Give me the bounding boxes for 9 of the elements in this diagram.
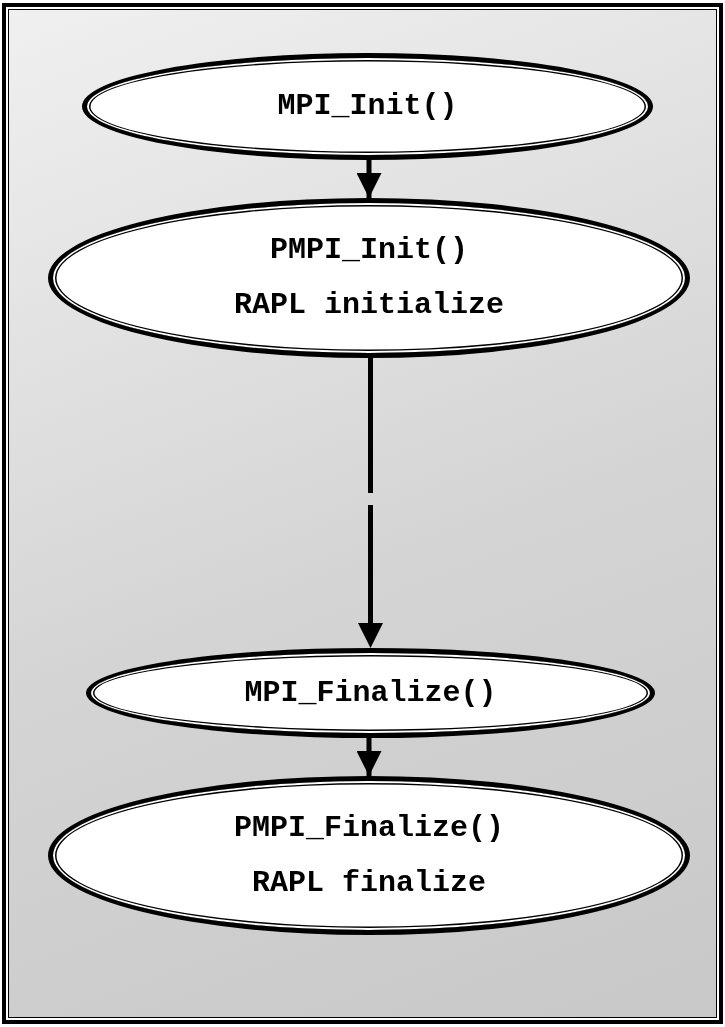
arrow [358, 358, 383, 648]
arrow [356, 160, 382, 198]
node-label: PMPI_Finalize() [233, 811, 504, 845]
node-label: PMPI_Init() [269, 234, 468, 267]
node-label: MPI_Init() [277, 90, 458, 123]
node-label: RAPL initialize [233, 289, 504, 322]
arrow [356, 738, 382, 776]
node-label: MPI_Finalize() [244, 676, 497, 710]
node-label: RAPL finalize [251, 866, 486, 900]
